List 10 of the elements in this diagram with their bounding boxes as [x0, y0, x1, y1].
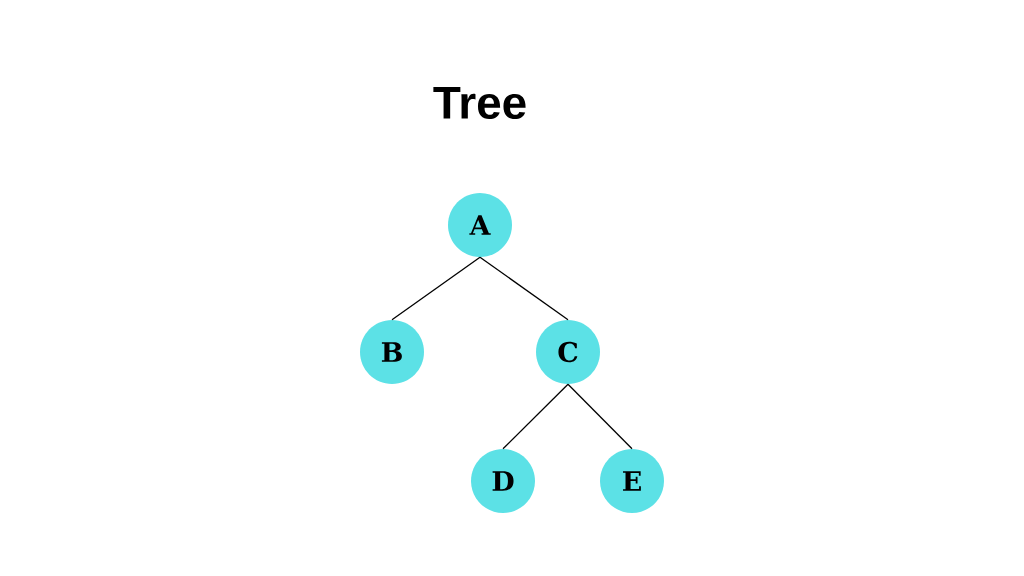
title: Tree	[433, 87, 526, 119]
tree-edge	[391, 256, 481, 321]
tree-edge	[567, 383, 633, 450]
tree-node: E	[600, 449, 664, 513]
tree-node: C	[536, 320, 600, 384]
tree-node: B	[360, 320, 424, 384]
tree-node: A	[448, 193, 512, 257]
tree-node: D	[471, 449, 535, 513]
tree-edge	[479, 256, 569, 321]
tree-edge	[502, 383, 569, 450]
